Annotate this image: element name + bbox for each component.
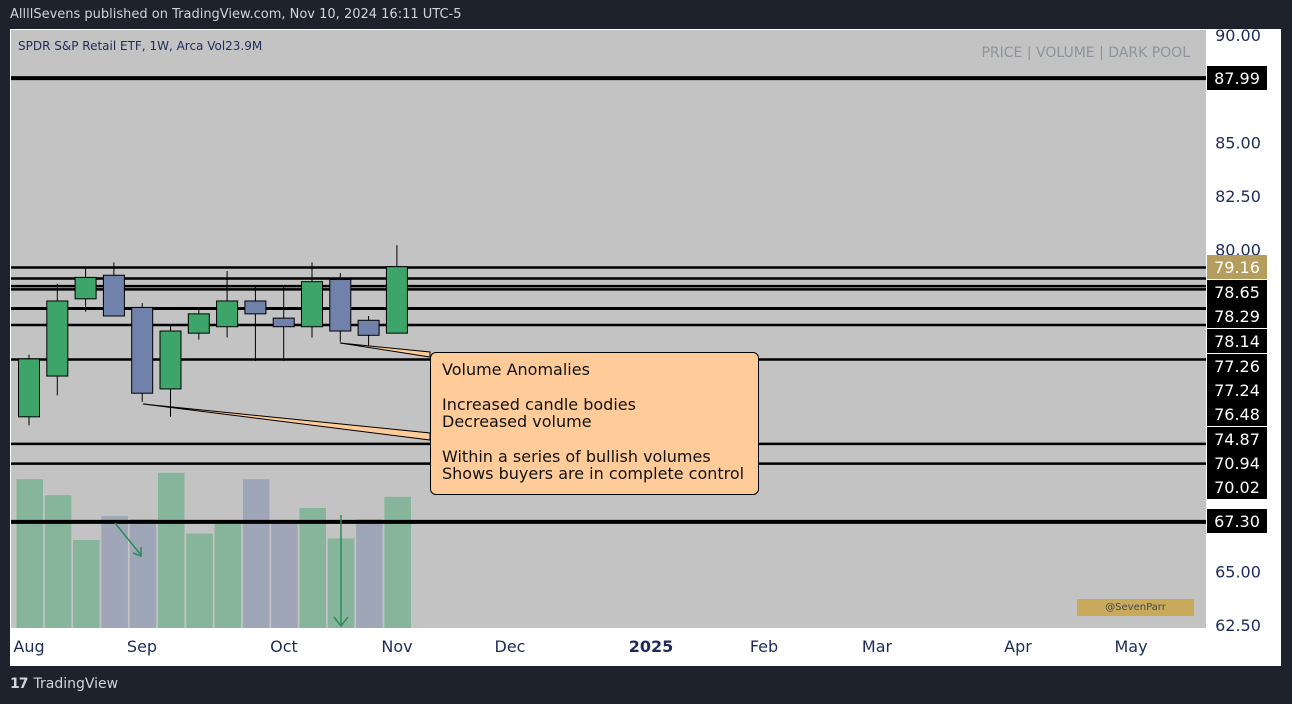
candle-down[interactable] [357,319,380,336]
callout-line-4: Shows buyers are in complete control [442,464,745,483]
volume-bar [158,472,185,628]
price-level-label-bg [1207,354,1267,378]
x-tick-label: Apr [1004,637,1032,656]
price-level-label: 70.94 [1214,454,1260,473]
volume-bar [356,519,383,628]
volume-bar [186,533,213,628]
price-level-label-bg [1207,475,1267,499]
candle-up[interactable] [385,266,408,334]
candle-up[interactable] [216,300,239,328]
x-tick-label: 2025 [629,637,674,656]
chart-title: SPDR S&P Retail ETF, 1W, Arca Vol23.9M [18,39,262,53]
volume-bar [16,479,43,628]
candles [18,245,408,426]
candle-up[interactable] [46,300,69,377]
time-axis [11,628,1280,665]
callout-line-1: Increased candle bodies [442,395,636,414]
price-level-label-bg [1207,509,1267,533]
annotation-callout: Volume Anomalies Increased candle bodies… [430,352,759,495]
candle-down[interactable] [131,306,154,394]
price-level-label-bg [1207,304,1267,328]
price-level-label-bg [1207,329,1267,353]
volume-bar [299,508,326,628]
candle-up[interactable] [18,358,40,418]
volume-bars [16,472,411,628]
price-level-label-bg [1207,427,1267,451]
arrow-down-icon [333,515,349,628]
price-level-label-bg [1207,255,1267,279]
candle-down[interactable] [102,274,125,317]
tradingview-logo[interactable]: 17 TradingView [10,676,118,692]
price-level-label: 78.65 [1214,283,1260,302]
volume-bar [242,479,270,628]
y-tick-label: 65.00 [1215,562,1261,581]
volume-bar [129,519,157,628]
price-level-label-bg [1207,402,1267,426]
price-level-label: 70.02 [1214,478,1260,497]
volume-bar [384,496,411,628]
candle-down[interactable] [272,317,295,328]
candle-up[interactable] [74,276,97,300]
x-tick-label: May [1114,637,1147,656]
x-tick-label: Mar [862,637,893,656]
price-level-label-bg [1207,280,1267,304]
price-level-label: 76.48 [1214,405,1260,424]
volume-bar [271,520,298,628]
y-tick-label: 82.50 [1215,187,1261,206]
y-tick-label: 80.00 [1215,241,1261,260]
price-level-label-bg [1207,378,1267,402]
price-level-label: 77.26 [1214,357,1260,376]
volume-bar [73,540,100,628]
price-level-label: 67.30 [1214,512,1260,531]
price-level-label: 79.16 [1214,258,1260,277]
y-tick-label: 62.50 [1215,616,1261,635]
x-tick-label: Feb [750,637,778,656]
candle-up[interactable] [301,281,323,328]
callout-line-3: Within a series of bullish volumes [442,447,711,466]
price-level-label: 78.29 [1214,307,1260,326]
candle-up[interactable] [159,330,182,390]
price-level-labels: 87.99 79.16 78.65 78.29 78.14 77.26 77.24 76.48… [1207,66,1267,533]
y-tick-label: 90.00 [1215,26,1261,45]
candle-up[interactable] [187,313,210,334]
callout-line-2: Decreased volume [442,412,592,431]
plot-area [11,30,1206,628]
candle-down[interactable] [244,300,267,315]
y-tick-label: 85.00 [1215,133,1261,152]
price-level-label: 87.99 [1214,69,1260,88]
x-tick-label: Nov [381,637,412,656]
price-level-label: 74.87 [1214,430,1260,449]
price-level-label-bg [1207,451,1267,475]
x-tick-label: Sep [127,637,157,656]
watermark-tag: @SevenParr [1077,599,1194,616]
tradingview-logo-icon: 17 [10,676,29,692]
price-level-label: 78.14 [1214,332,1260,351]
y-tick-labels: 90.00 85.00 82.50 80.00 65.00 62.50 [1215,26,1261,635]
publisher-line: AllllSevens published on TradingView.com… [10,7,462,22]
tradingview-brand: TradingView [33,676,119,692]
volume-bar [214,524,242,628]
price-level-label: 77.24 [1214,381,1260,400]
volume-bar [44,495,72,628]
volume-bar [101,516,128,628]
x-tick-label: Dec [495,637,526,656]
pane-tag: PRICE | VOLUME | DARK POOL [981,45,1190,61]
x-tick-labels: Aug Sep Oct Nov Dec 2025 Feb Mar Apr May [13,637,1147,656]
x-tick-label: Aug [13,637,44,656]
price-level-label-bg [1207,66,1267,90]
candle-down[interactable] [329,279,352,332]
arrow-icon [114,522,142,558]
callout-title: Volume Anomalies [442,360,590,379]
x-tick-label: Oct [270,637,298,656]
